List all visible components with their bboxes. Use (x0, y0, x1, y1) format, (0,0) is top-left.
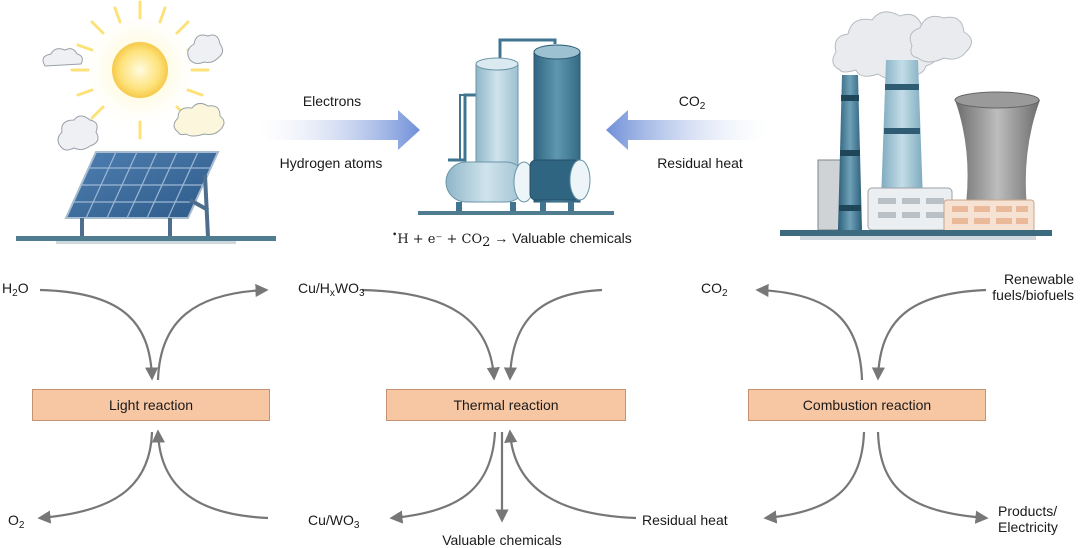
sun-icon (112, 42, 168, 98)
power-plant-scene (780, 11, 1052, 240)
products-line-1: Products/ (998, 503, 1058, 519)
h2o-o: O (17, 280, 29, 296)
building-icon (867, 187, 953, 231)
cu-hxwo3-part-a: Cu/H (298, 280, 330, 296)
arrow-cuhxwo3-out (156, 283, 269, 381)
equation-product: → Valuable chemicals (490, 230, 632, 246)
hydrogen-atoms-label: Hydrogen atoms (279, 155, 383, 171)
arrow-fuel-in (871, 288, 987, 381)
arrow-heat-out (763, 431, 866, 524)
arrow-heat-in (504, 429, 637, 520)
products-electricity-label: Products/ Electricity (998, 503, 1058, 535)
arrow-o2-out (37, 431, 154, 524)
cu-hxwo3-part-b: x (329, 288, 335, 299)
cloud-icon (42, 48, 83, 67)
thermal-reaction-box: Thermal reaction (386, 389, 626, 421)
h2o-sub: 2 (12, 288, 18, 299)
renewable-fuels-label: Renewable fuels/biofuels (992, 271, 1074, 303)
building-icon (943, 199, 1035, 233)
cloud-icon (173, 102, 225, 137)
reactor-base (418, 211, 614, 215)
co2-label-sub: 2 (722, 288, 728, 299)
electrons-label: Electrons (302, 93, 362, 109)
cloud-icon (57, 115, 99, 151)
cu-hxwo3-part-c: WO (334, 280, 360, 296)
arrow-co2-in (503, 288, 603, 381)
o2-label: O2 (8, 512, 25, 531)
residual-heat-input-label: Residual heat (657, 155, 743, 171)
arrow-cuwo3-out (389, 431, 497, 524)
cu-wo3-part-a: Cu/WO (308, 512, 354, 528)
heat-flow-arrow (606, 110, 768, 150)
renewable-line-2: fuels/biofuels (992, 287, 1074, 303)
ground-line (16, 236, 276, 241)
cu-wo3-part-b: 3 (353, 520, 360, 531)
co2-sub-text: 2 (699, 101, 706, 112)
solar-scene (16, 0, 276, 244)
ground-line (780, 230, 1052, 236)
o2-sub: 2 (18, 520, 25, 531)
o2-o: O (8, 512, 19, 528)
co2-label: CO2 (701, 280, 728, 299)
reactor-scene (418, 38, 614, 215)
h2o-h: H (2, 280, 13, 296)
residual-heat-label: Residual heat (642, 512, 728, 528)
reactor-tank-icon (475, 63, 519, 175)
arrow-cuhxwo3-in (361, 288, 500, 381)
co2-main-text: CO (678, 93, 700, 109)
radical-dot: • (392, 230, 398, 241)
solar-panel-grid (73, 151, 211, 219)
cycle-arrows (37, 283, 989, 524)
reaction-equation: •H + e⁻ + CO2 → Valuable chemicals (392, 230, 632, 250)
building-icon (817, 159, 843, 231)
light-reaction-box: Light reaction (32, 389, 270, 421)
cu-hxwo3-label: Cu/HxWO3 (298, 280, 365, 299)
arrow-co2-out (755, 283, 864, 381)
valuable-chemicals-label: Valuable chemicals (442, 532, 562, 548)
arrow-cuwo3-in (151, 429, 269, 520)
cooling-tower-icon (955, 94, 1040, 230)
products-line-2: Electricity (998, 519, 1058, 535)
combustion-reaction-box: Combustion reaction (748, 389, 986, 421)
cloud-icon (187, 34, 224, 65)
arrow-products-out (876, 431, 989, 524)
equation-co2-sub: 2 (482, 235, 491, 250)
cu-wo3-label: Cu/WO3 (308, 512, 360, 531)
arrow-h2o-in (39, 288, 159, 381)
electron-flow-arrow (258, 110, 420, 150)
solar-panel-stand (80, 174, 210, 238)
h2o-label: H2O (2, 280, 29, 299)
co2-c: CO (701, 280, 722, 296)
equation-reactants: H + e⁻ + CO (397, 232, 483, 247)
cu-hxwo3-part-d: 3 (359, 288, 365, 299)
co2-input-label: CO2 (678, 93, 706, 112)
renewable-line-1: Renewable (1003, 271, 1074, 287)
